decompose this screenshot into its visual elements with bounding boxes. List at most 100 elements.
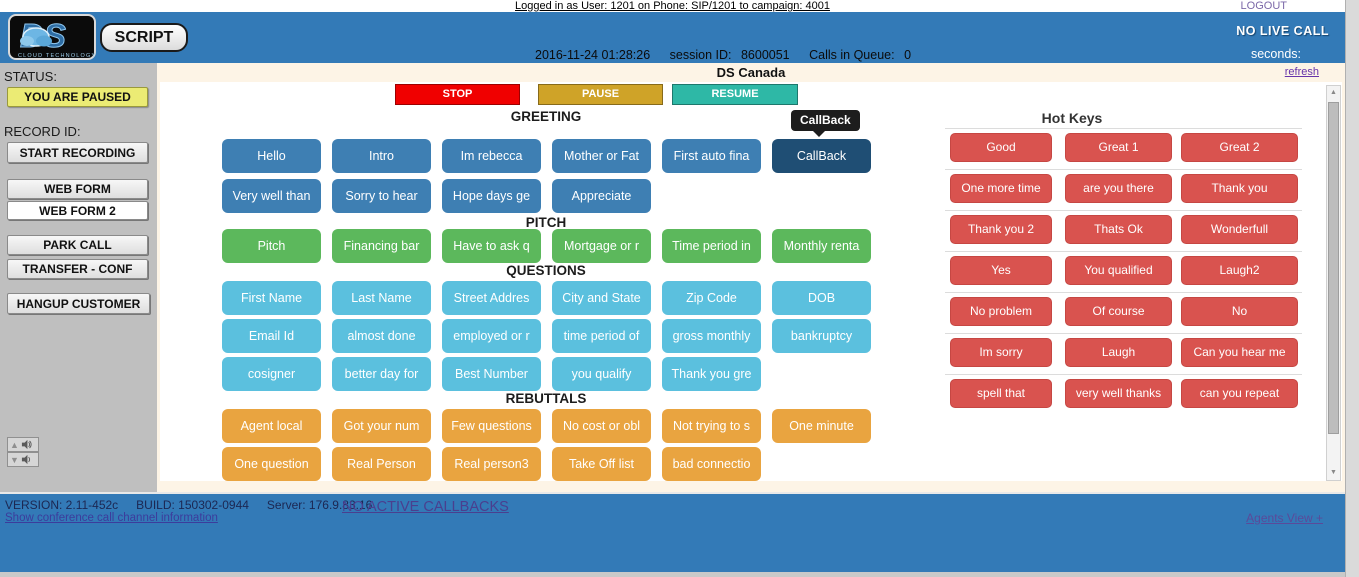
hotkey-no[interactable]: No (1181, 297, 1298, 326)
version-value: VERSION: 2.11-452c (5, 498, 119, 512)
script-button-take-off-list[interactable]: Take Off list (552, 447, 651, 481)
script-button-hope-days-ge[interactable]: Hope days ge (442, 179, 541, 213)
script-button-real-person3[interactable]: Real person3 (442, 447, 541, 481)
script-button-cosigner[interactable]: cosigner (222, 357, 321, 391)
hotkeys-row: No problem Of course No (945, 292, 1302, 326)
script-button-few-questions[interactable]: Few questions (442, 409, 541, 443)
script-button-appreciate[interactable]: Appreciate (552, 179, 651, 213)
script-button-employed-or-r[interactable]: employed or r (442, 319, 541, 353)
seconds-label: seconds: (1250, 47, 1301, 61)
script-row: Very well than Sorry to hear Hope days ge A… (222, 179, 912, 213)
script-button-street-addres[interactable]: Street Addres (442, 281, 541, 315)
script-button-email-id[interactable]: Email Id (222, 319, 321, 353)
script-button-financing-bar[interactable]: Financing bar (332, 229, 431, 263)
scroll-down-arrow-icon[interactable]: ▼ (1330, 469, 1337, 476)
script-button-almost-done[interactable]: almost done (332, 319, 431, 353)
script-row: cosigner better day for Best Number you qua… (222, 357, 912, 391)
hotkey-laugh[interactable]: Laugh (1065, 338, 1172, 367)
hotkey-no-problem[interactable]: No problem (950, 297, 1052, 326)
park-call-button[interactable]: PARK CALL (7, 235, 148, 255)
script-button-thank-you-gre[interactable]: Thank you gre (662, 357, 761, 391)
hotkey-thank-you[interactable]: Thank you (1181, 174, 1298, 203)
resume-button[interactable]: RESUME (672, 84, 798, 105)
status-badge: YOU ARE PAUSED (7, 87, 148, 107)
app-header: DS CLOUD TECHNOLOGY SCRIPT NO LIVE CALL … (0, 12, 1345, 63)
script-button-sorry-to-hear[interactable]: Sorry to hear (332, 179, 431, 213)
script-button-first-auto-fina[interactable]: First auto fina (662, 139, 761, 173)
script-button-no-cost-or-obl[interactable]: No cost or obl (552, 409, 651, 443)
hotkey-you-qualified[interactable]: You qualified (1065, 256, 1172, 285)
hotkey-are-you-there[interactable]: are you there (1065, 174, 1172, 203)
hotkey-laugh2[interactable]: Laugh2 (1181, 256, 1298, 285)
web-form-button[interactable]: WEB FORM (7, 179, 148, 199)
script-button-last-name[interactable]: Last Name (332, 281, 431, 315)
hotkey-of-course[interactable]: Of course (1065, 297, 1172, 326)
script-button-city-and-state[interactable]: City and State (552, 281, 651, 315)
script-button-bad-connectio[interactable]: bad connectio (662, 447, 761, 481)
script-tab-button[interactable]: SCRIPT (100, 23, 188, 52)
scrollbar-thumb[interactable] (1328, 102, 1339, 434)
hotkey-one-more-time[interactable]: One more time (950, 174, 1052, 203)
live-call-status: NO LIVE CALL (1236, 24, 1329, 38)
campaign-title: DS Canada (716, 65, 786, 80)
script-button-have-to-ask-q[interactable]: Have to ask q (442, 229, 541, 263)
hotkey-great-2[interactable]: Great 2 (1181, 133, 1298, 162)
pause-button[interactable]: PAUSE (538, 84, 663, 105)
conference-info-link[interactable]: Show conference call channel information (5, 512, 218, 524)
script-button-zip-code[interactable]: Zip Code (662, 281, 761, 315)
script-button-real-person[interactable]: Real Person (332, 447, 431, 481)
hotkey-spell-that[interactable]: spell that (950, 379, 1052, 408)
hotkey-thats-ok[interactable]: Thats Ok (1065, 215, 1172, 244)
script-button-im-rebecca[interactable]: Im rebecca (442, 139, 541, 173)
script-button-one-question[interactable]: One question (222, 447, 321, 481)
script-button-bankruptcy[interactable]: bankruptcy (772, 319, 871, 353)
script-button-time-period-in[interactable]: Time period in (662, 229, 761, 263)
stop-button[interactable]: STOP (395, 84, 520, 105)
refresh-link[interactable]: refresh (1284, 66, 1319, 78)
callbacks-status-link[interactable]: NO ACTIVE CALLBACKS (342, 499, 509, 515)
hotkey-can-you-hear-me[interactable]: Can you hear me (1181, 338, 1298, 367)
script-button-first-name[interactable]: First Name (222, 281, 321, 315)
scroll-up-arrow-icon[interactable]: ▲ (1330, 89, 1337, 96)
script-button-agent-local[interactable]: Agent local (222, 409, 321, 443)
agents-view-link[interactable]: Agents View + (1246, 511, 1323, 525)
hotkey-im-sorry[interactable]: Im sorry (950, 338, 1052, 367)
script-scrollbar[interactable]: ▲ ▼ (1326, 85, 1341, 481)
script-row: Email Id almost done employed or r time per… (222, 319, 912, 353)
script-button-pitch[interactable]: Pitch (222, 229, 321, 263)
hotkeys-row: One more time are you there Thank you (945, 169, 1302, 203)
hotkey-wonderfull[interactable]: Wonderfull (1181, 215, 1298, 244)
volume-down-button[interactable]: ▼ (7, 452, 39, 467)
script-button-time-period-of[interactable]: time period of (552, 319, 651, 353)
hangup-customer-button[interactable]: HANGUP CUSTOMER (7, 293, 150, 314)
hotkey-very-well-thanks[interactable]: very well thanks (1065, 379, 1172, 408)
script-button-you-qualify[interactable]: you qualify (552, 357, 651, 391)
script-button-gross-monthly[interactable]: gross monthly (662, 319, 761, 353)
page-body: STATUS: YOU ARE PAUSED RECORD ID: START … (0, 63, 1345, 492)
hotkey-thank-you-2[interactable]: Thank you 2 (950, 215, 1052, 244)
script-button-mother-or-fat[interactable]: Mother or Fat (552, 139, 651, 173)
start-recording-button[interactable]: START RECORDING (7, 142, 148, 163)
script-button-better-day-for[interactable]: better day for (332, 357, 431, 391)
hotkey-good[interactable]: Good (950, 133, 1052, 162)
script-button-very-well-than[interactable]: Very well than (222, 179, 321, 213)
script-button-monthly-renta[interactable]: Monthly renta (772, 229, 871, 263)
hotkey-can-you-repeat[interactable]: can you repeat (1181, 379, 1298, 408)
script-button-hello[interactable]: Hello (222, 139, 321, 173)
web-form-2-button[interactable]: WEB FORM 2 (7, 201, 148, 220)
volume-up-button[interactable]: ▲ (7, 437, 39, 452)
transfer-conf-button[interactable]: TRANSFER - CONF (7, 259, 148, 279)
script-button-callback[interactable]: CallBack (772, 139, 871, 173)
speaker-loud-icon (22, 440, 32, 450)
hotkey-yes[interactable]: Yes (950, 256, 1052, 285)
script-button-got-your-num[interactable]: Got your num (332, 409, 431, 443)
script-button-mortgage-or-r[interactable]: Mortgage or r (552, 229, 651, 263)
script-button-best-number[interactable]: Best Number (442, 357, 541, 391)
script-button-one-minute[interactable]: One minute (772, 409, 871, 443)
script-button-intro[interactable]: Intro (332, 139, 431, 173)
hotkey-great-1[interactable]: Great 1 (1065, 133, 1172, 162)
script-button-dob[interactable]: DOB (772, 281, 871, 315)
logout-link[interactable]: LOGOUT (1240, 0, 1287, 12)
script-button-not-trying-to-s[interactable]: Not trying to s (662, 409, 761, 443)
